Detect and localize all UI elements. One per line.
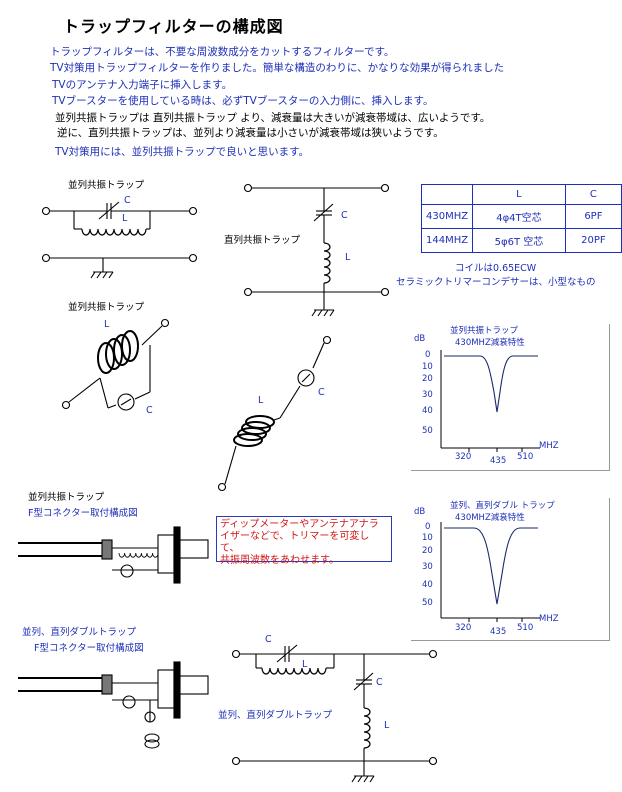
graph1-ytick: 20	[422, 374, 433, 384]
graph2-ytick: 10	[422, 533, 433, 543]
graph1-xtick: 510	[517, 452, 534, 462]
table-row: 144MHZ 5φ6T 空芯 20PF	[420, 228, 622, 253]
double-trap-schematic	[231, 644, 438, 783]
graph1-title: 並列共振トラップ	[450, 326, 519, 336]
graph1-attenuation-curve	[444, 355, 538, 413]
label-c-2: C	[341, 210, 348, 221]
label-l-2: L	[345, 252, 351, 263]
series-trap-schematic	[243, 183, 390, 317]
graph1-xunit: MHZ	[539, 441, 559, 451]
graph2-yunit: dB	[414, 507, 426, 517]
graph1-ytick: 10	[422, 362, 433, 372]
note-line-1: ディップメーターやアンテナアナラ	[220, 519, 379, 530]
label-f-parallel-title: 並列共振トラップ	[28, 492, 105, 503]
graph2-attenuation-curve	[444, 527, 538, 605]
compare-line-1: 並列共振トラップは 直列共振トラップ より、減衰量は大きいが減衰帯域は、広いよう…	[55, 112, 491, 124]
table-note-2: セラミックトリマーコンデサーは、小型なもの	[396, 277, 596, 288]
label-f-parallel-sub: F型コネクター取付構成図	[28, 508, 138, 519]
series-trap-pictorial	[217, 335, 332, 492]
table-cell: 20PF	[564, 228, 622, 253]
tuning-note: ディップメーターやアンテナアナラ イザーなどで、トリマーを可変して、 共振周波数…	[216, 516, 392, 566]
label-c-3: C	[146, 405, 153, 416]
intro-line-1: トラップフィルターは、不要な周波数成分をカットするフィルターです。	[50, 46, 395, 58]
label-f-double-title: 並列、直列ダブルトラップ	[22, 627, 137, 638]
graph2-xtick: 320	[455, 623, 472, 633]
label-l-1: L	[122, 213, 128, 224]
label-l-4: L	[258, 395, 264, 406]
table-cell: 144MHZ	[420, 228, 474, 253]
label-l-6: L	[384, 720, 390, 731]
graph1-ytick: 30	[422, 390, 433, 400]
page-title: トラップフィルターの構成図	[63, 17, 284, 36]
graph2-ytick: 50	[422, 598, 433, 608]
graph1-xtick: 320	[455, 452, 472, 462]
graph1-ytick: 40	[422, 406, 433, 416]
note-line-2: イザーなどで、トリマーを可変して、	[220, 531, 370, 554]
parallel-trap-schematic	[41, 201, 198, 279]
table-cell: 430MHZ	[420, 204, 474, 229]
graph2-axes	[440, 522, 540, 622]
intro-line-4: TVブースターを使用している時は、必ずTVブースターの入力側に、挿入します。	[52, 95, 434, 107]
graph2-ytick: 20	[422, 546, 433, 556]
label-l-3: L	[104, 319, 110, 330]
graph2-ytick: 40	[422, 580, 433, 590]
graph1-xtick: 435	[490, 456, 507, 466]
graph2-xtick: 435	[490, 627, 507, 637]
compare-line-2: 逆に、直列共振トラップは、並列より減衰量は小さいが減衰帯域は狭いようです。	[57, 127, 444, 139]
graph1-axes	[440, 350, 540, 452]
label-parallel-trap-2: 並列共振トラップ	[68, 302, 145, 313]
f-connector-parallel-assembly	[18, 526, 209, 584]
parallel-trap-pictorial	[61, 318, 170, 411]
graph2-ytick: 30	[422, 562, 433, 572]
table-cell: 5φ6T 空芯	[472, 228, 566, 253]
table-note-1: コイルは0.65ECW	[455, 263, 537, 274]
intro-line-2: TV対策用トラップフィルターを作りました。簡単な構造のわりに、かなりな効果が得ら…	[50, 62, 505, 74]
label-series-trap: 直列共振トラップ	[224, 235, 301, 246]
label-c-6: C	[376, 677, 383, 688]
graph2-ytick: 0	[425, 522, 431, 532]
graph2-title: 並列、直列ダブル トラップ	[450, 501, 555, 511]
note-line-3: 共振周波数をあわせます。	[220, 555, 339, 566]
graph2-xunit: MHZ	[539, 614, 559, 624]
label-l-5: L	[302, 659, 308, 670]
recommend-line: TV対策用には、並列共振トラップで良いと思います。	[55, 146, 310, 158]
graph-double-frame	[411, 498, 610, 641]
label-c-5: C	[265, 634, 272, 645]
graph1-ytick: 0	[425, 350, 431, 360]
label-double-trap: 並列、直列ダブルトラップ	[218, 710, 333, 721]
graph-parallel-frame	[411, 324, 610, 471]
graph1-subtitle: 430MHZ減衰特性	[455, 338, 525, 348]
graph1-yunit: dB	[414, 334, 426, 344]
label-c-4: C	[318, 387, 325, 398]
label-parallel-trap: 並列共振トラップ	[68, 180, 145, 191]
label-f-double-sub: F型コネクター取付構成図	[34, 643, 144, 654]
label-c-1: C	[124, 195, 131, 206]
spec-table: L C 430MHZ 4φ4T空芯 6PF 144MHZ 5φ6T 空芯 20P…	[420, 184, 622, 253]
graph2-subtitle: 430MHZ減衰特性	[455, 513, 525, 523]
graph2-xtick: 510	[517, 623, 534, 633]
intro-line-3: TVのアンテナ入力端子に挿入します。	[52, 79, 233, 91]
graph1-ytick: 50	[422, 426, 433, 436]
f-connector-double-assembly	[18, 661, 209, 749]
